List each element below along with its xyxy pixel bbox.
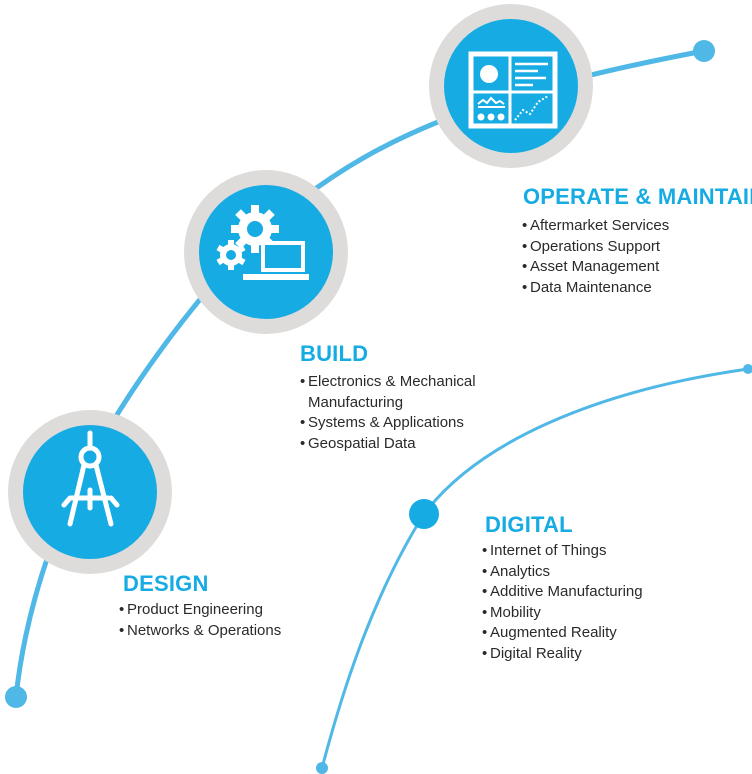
build-node [184, 170, 348, 334]
design-list: •Product Engineering •Networks & Operati… [119, 600, 281, 641]
dashboard-monitor-icon [468, 51, 558, 129]
operate-node [429, 4, 593, 168]
design-title: DESIGN [123, 571, 209, 596]
list-item: •Systems & Applications [300, 414, 464, 432]
drafting-compass-icon [61, 430, 120, 527]
build-title: BUILD [300, 341, 369, 366]
operate-title: OPERATE & MAINTAIN [523, 184, 752, 209]
list-item: •Asset Management [522, 258, 660, 276]
list-item: •Analytics [482, 562, 551, 580]
list-item: •Data Maintenance [522, 278, 652, 296]
digital-end-dot [743, 364, 752, 374]
digital-list: •Internet of Things •Analytics •Additive… [482, 541, 643, 665]
curve-end-dot [693, 40, 715, 62]
digital-start-dot [316, 762, 328, 774]
list-item: •Product Engineering [119, 601, 263, 618]
list-item: •Digital Reality [482, 644, 582, 662]
list-item: •Augmented Reality [482, 624, 617, 642]
design-node [8, 410, 172, 574]
digital-node-dot [409, 499, 439, 529]
list-item: •Networks & Operations [119, 621, 282, 639]
list-item: •Geospatial Data [300, 434, 416, 452]
list-item: •Aftermarket Services [522, 217, 670, 234]
operate-list: •Aftermarket Services •Operations Suppor… [522, 216, 669, 298]
curve-start-dot [5, 686, 27, 708]
list-item: •Mobility [482, 603, 541, 621]
list-item: •Operations Support [522, 237, 661, 255]
digital-title: DIGITAL [485, 512, 573, 537]
list-item: •Additive Manufacturing [482, 583, 643, 601]
gears-laptop-icon [216, 205, 309, 280]
list-item: •Internet of Things [482, 542, 607, 559]
